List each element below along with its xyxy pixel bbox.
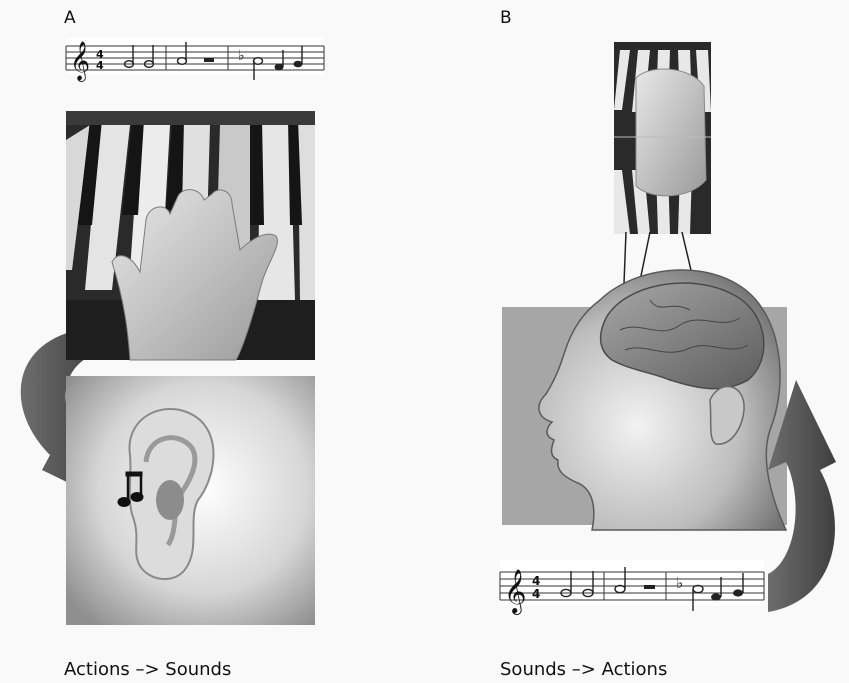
svg-text:♭: ♭ (676, 574, 683, 592)
svg-text:4: 4 (96, 59, 104, 72)
music-staff-b: 𝄞 4 4 ♭ (500, 560, 764, 615)
caption-a: Actions –> Sounds (64, 659, 231, 680)
piano-inset-photo (614, 42, 711, 234)
svg-text:𝄞: 𝄞 (504, 569, 526, 615)
piano-hand-photo (66, 111, 315, 360)
caption-b: Sounds –> Actions (500, 659, 667, 680)
svg-text:♭: ♭ (238, 48, 245, 64)
svg-text:4: 4 (532, 574, 540, 588)
svg-text:𝄞: 𝄞 (70, 41, 90, 82)
svg-text:4: 4 (532, 587, 540, 601)
ear-image (66, 376, 315, 625)
music-staff-a: 𝄞 4 4 ♭ (66, 38, 324, 82)
head-image (502, 270, 787, 530)
